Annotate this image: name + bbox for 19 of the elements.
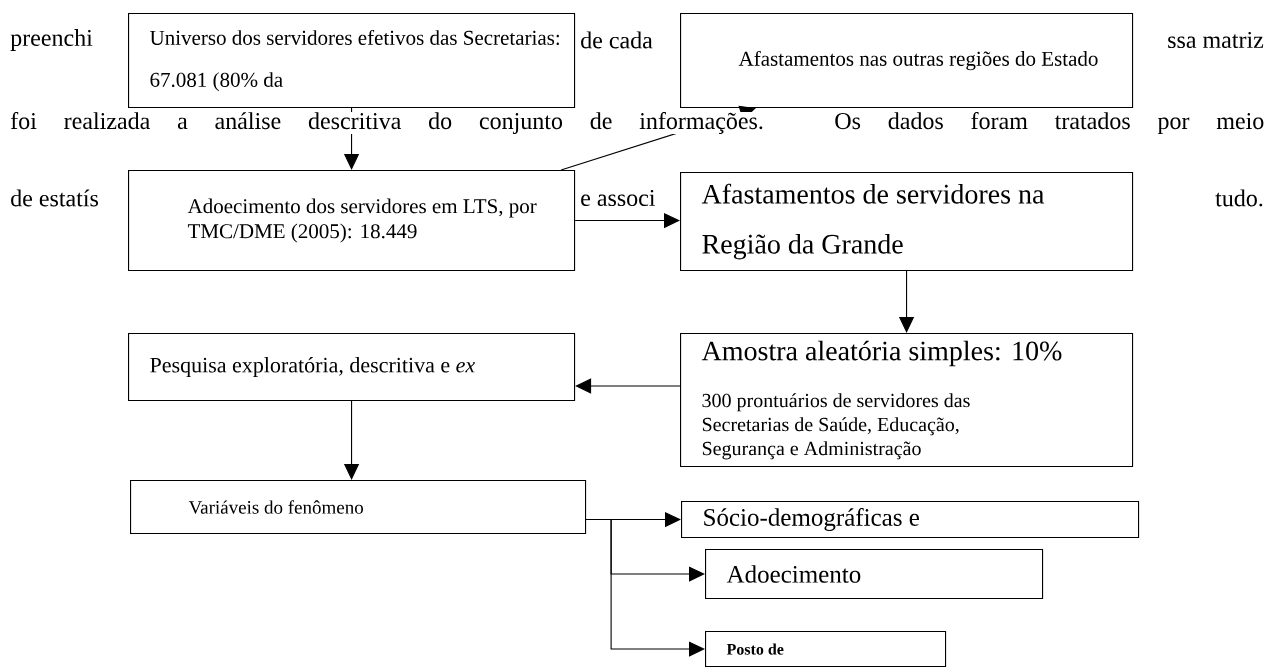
body-text: de cada — [580, 31, 653, 49]
process-box: Universo dos servidores efetivos das Secretarias: 67.081 (80% da — [128, 13, 576, 109]
process-box: Afastamentos nas outras regiões do Estado — [680, 13, 1134, 109]
body-text: tudo. — [1215, 189, 1264, 207]
body-text: foi realizada a análise descritiva do conjunto de informações. Os dados foram tratados por meio — [10, 112, 1265, 134]
body-text: de estatís — [10, 189, 99, 207]
process-box: Sócio-demográficas e — [681, 501, 1140, 539]
body-text: preenchi — [10, 29, 93, 51]
process-box: Posto de — [705, 631, 947, 668]
process-box: Variáveis do fenômeno — [130, 480, 587, 535]
arrow — [585, 519, 705, 657]
process-box: Adoecimento — [705, 549, 1044, 600]
body-text: ssa matriz — [1167, 31, 1264, 49]
arrow — [575, 378, 681, 394]
process-box: Afastamentos de servidores na Região da Grande — [680, 172, 1134, 272]
body-text: e associ — [580, 189, 656, 207]
process-box: Adoecimento dos servidores em LTS, por TMC/DME (2005): 18.449 — [128, 170, 576, 272]
process-box: Amostra aleatória simples: 10% 300 prontuários de servidores das Secretarias de Saúde, Educação, Segurança e Administração — [680, 333, 1134, 468]
process-box: Pesquisa exploratória, descritiva e ex — [128, 333, 576, 402]
